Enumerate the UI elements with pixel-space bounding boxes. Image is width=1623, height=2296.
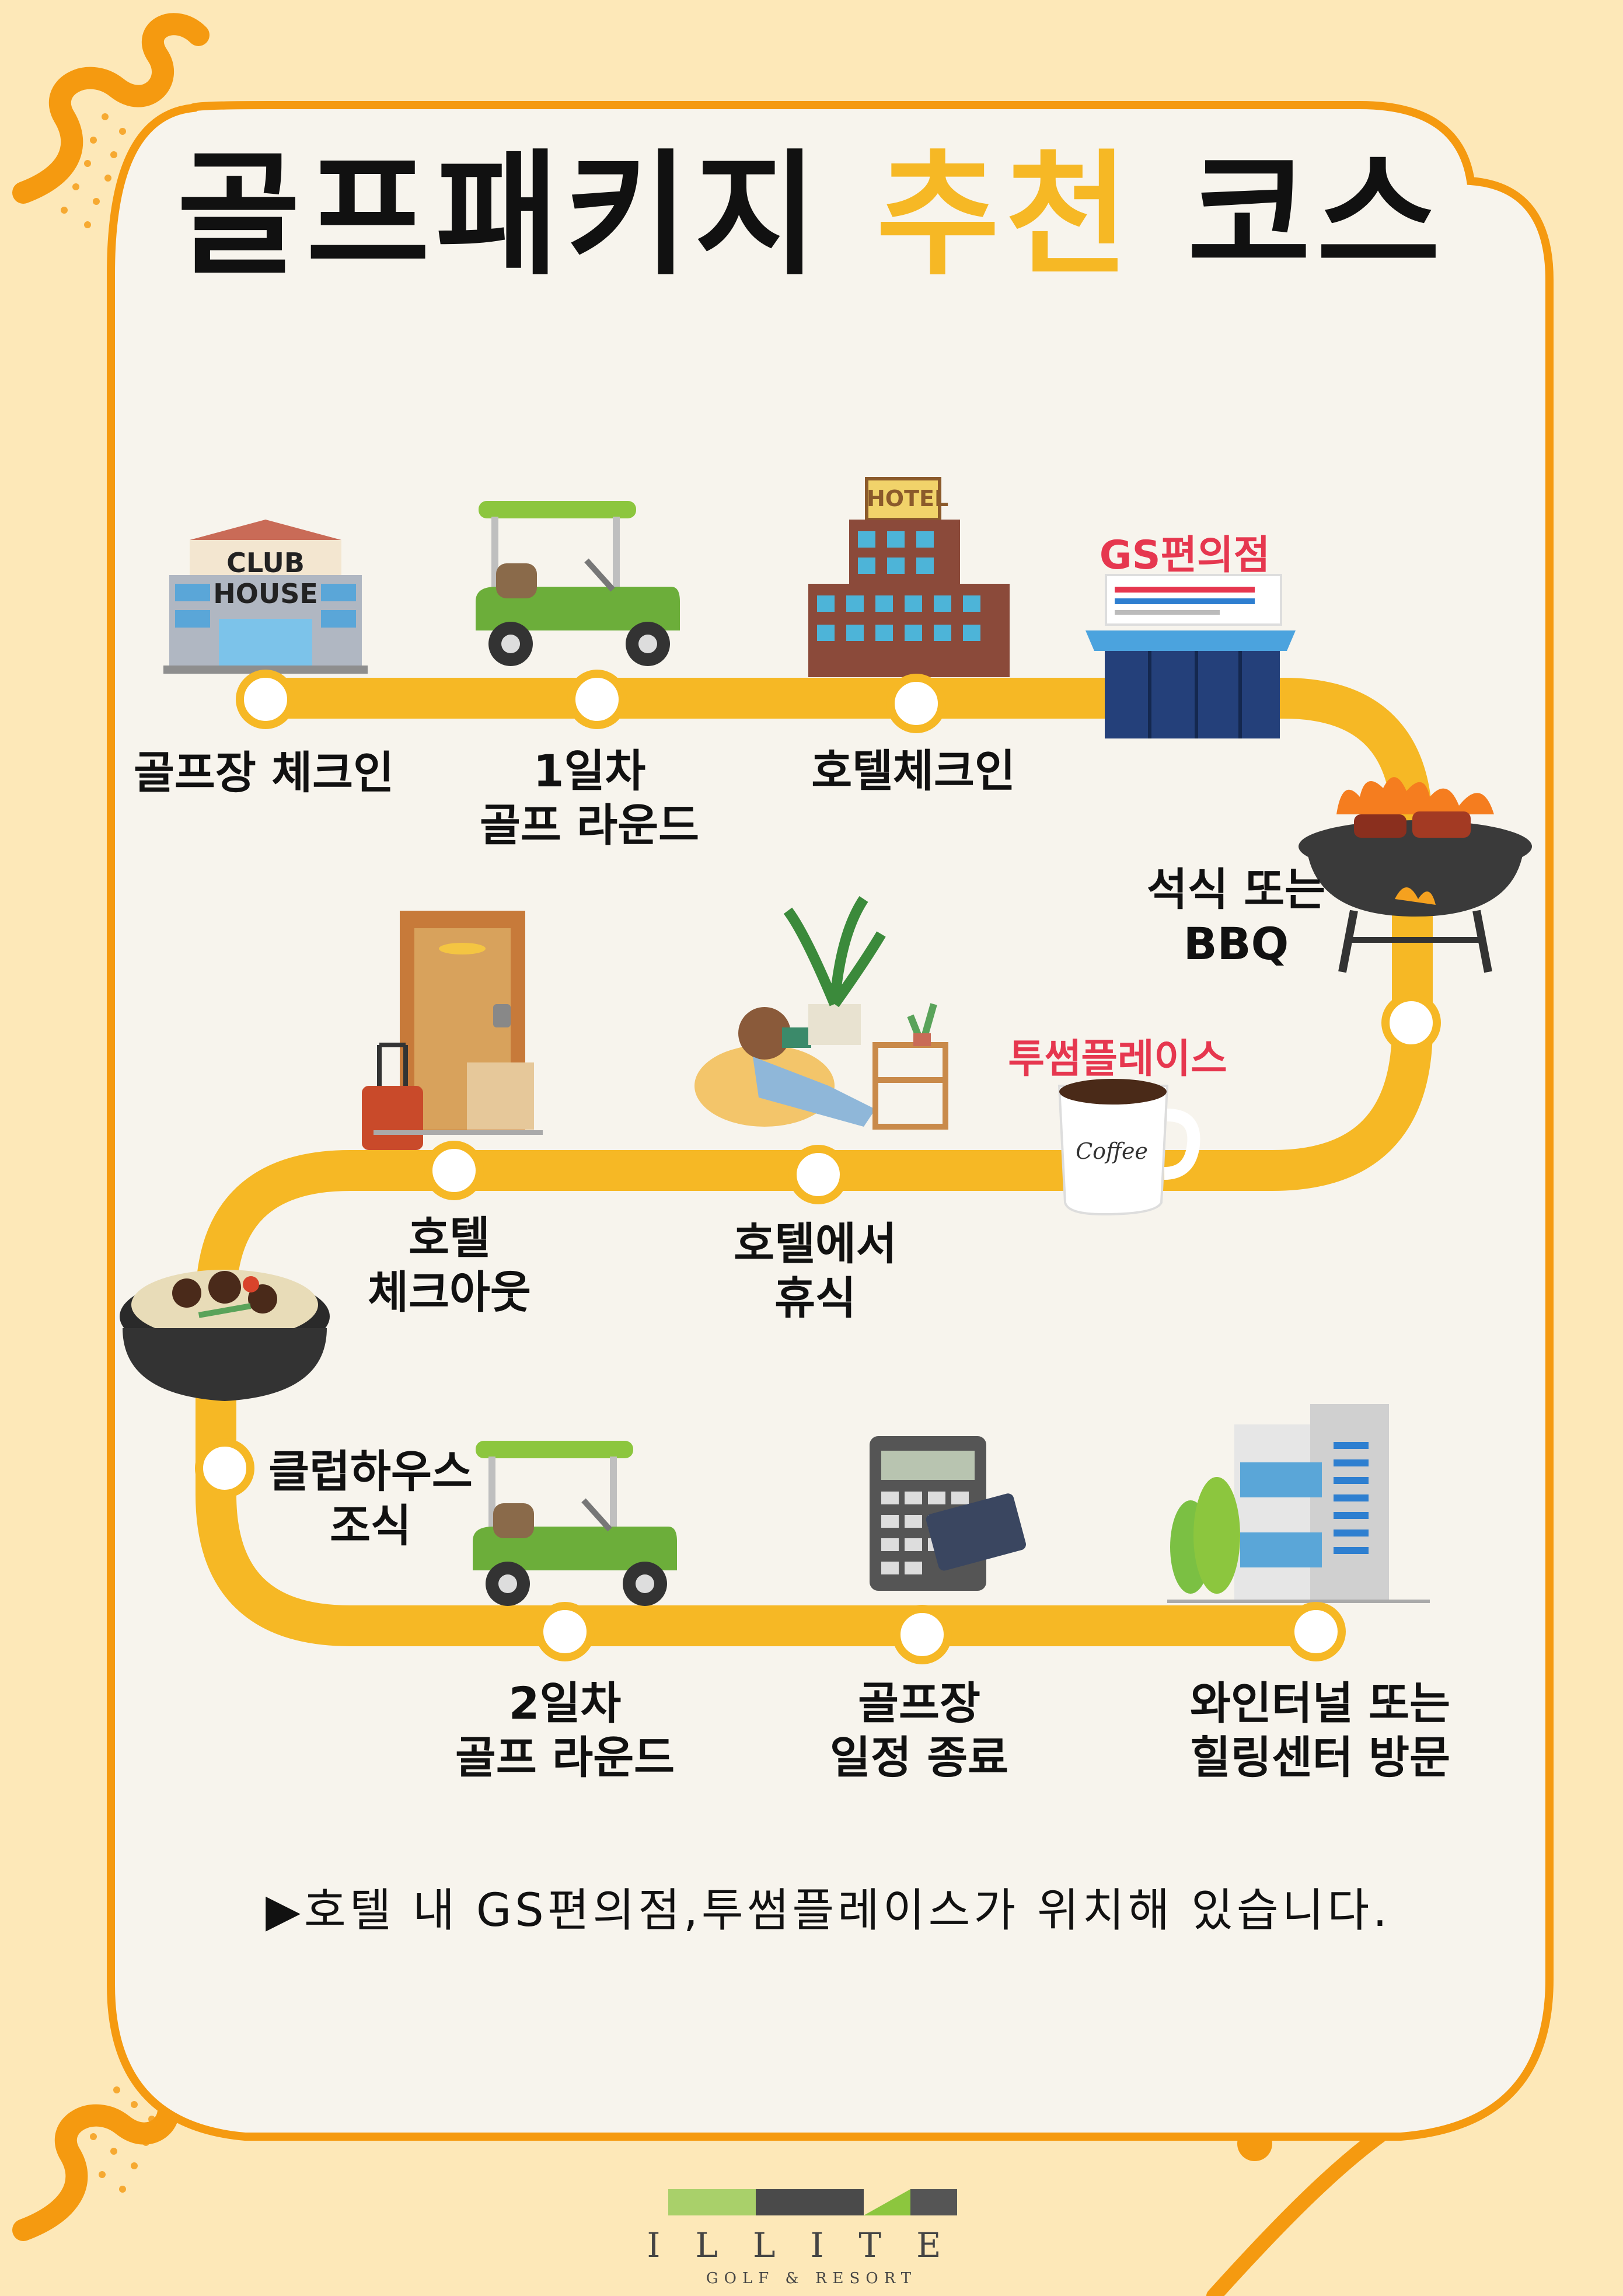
stop-6-line1: 호텔 [409,1212,490,1264]
stop-4-line1: 석식 또는 [1146,863,1326,915]
stop-4-line2: BBQ [1183,917,1289,970]
stop-7-line1: 클럽하우스 [268,1445,473,1497]
stop-dot-4 [1381,993,1441,1053]
stop-label-2: 1일차 골프 라운드 [480,744,699,852]
illite-logo-mark [668,2189,957,2215]
stop-5-line1: 호텔에서 [734,1218,897,1270]
stop-9-line1: 골프장 [858,1677,980,1729]
coffee-mug-illustration [1057,1079,1200,1216]
stop-3-line1: 호텔체크인 [811,745,1015,797]
stop-dot-2 [567,670,627,729]
stop-6-line2: 체크아웃 [368,1266,531,1318]
twosome-place-label: 투썸플레이스 [1008,1036,1227,1082]
title-part-3: 코스 [1187,138,1446,294]
stop-dot-8 [535,1602,595,1661]
logo-subtitle: GOLF & RESORT [706,2270,917,2287]
page-title: 골프패키지 추천 코스 [0,149,1623,283]
stop-label-1: 골프장 체크인 [134,746,394,800]
stew-pot-illustration [120,1270,330,1401]
stop-dot-6 [424,1141,484,1200]
clubhouse-sign-line2: HOUSE [213,577,318,609]
stop-2-line1: 1일차 [533,745,646,797]
hotel-illustration [808,477,1010,677]
stop-dot-1 [236,670,295,729]
stop-8-line1: 2일차 [508,1677,622,1729]
stop-label-10: 와인터널 또는 힐링센터 방문 [1190,1677,1450,1785]
calculator-card-illustration [870,1436,1026,1591]
stop-label-7: 클럽하우스 조식 [268,1445,473,1553]
stop-7-line2: 조식 [330,1499,411,1552]
golf-cart-illustration-1 [476,501,680,666]
stop-1-line1: 골프장 체크인 [134,747,394,799]
golf-cart-illustration-2 [473,1441,677,1606]
clubhouse-illustration [163,520,368,674]
title-part-1: 골프패키지 [177,138,824,294]
building-illustration [1167,1404,1430,1603]
stop-label-5: 호텔에서 휴식 [734,1217,897,1325]
stop-8-line2: 골프 라운드 [455,1731,675,1783]
panel-frame [107,101,1554,2141]
hotel-facilities-note: ▶호텔 내 GS편의점,투썸플레이스가 위치해 있습니다. [266,1884,1391,1937]
hotel-sign: HOTEL [867,486,949,511]
stop-2-line2: 골프 라운드 [479,799,700,851]
title-part-2: 추천 [876,138,1135,294]
stop-label-3: 호텔체크인 [811,744,1015,799]
stop-label-4: 석식 또는 BBQ [1147,863,1325,971]
stop-label-8: 2일차 골프 라운드 [455,1677,675,1785]
logo-name: ILLITE [647,2225,976,2265]
clubhouse-sign-line1: CLUB [226,547,305,579]
gs-convenience-label: GS편의점 [1099,532,1271,579]
stop-label-9: 골프장 일정 종료 [830,1677,1008,1785]
stop-10-line1: 와인터널 또는 [1190,1677,1450,1729]
stop-dot-5 [788,1145,848,1204]
stop-9-line2: 일정 종료 [829,1731,1009,1783]
stop-dot-9 [892,1605,952,1664]
stop-dot-3 [886,674,946,733]
door-luggage-illustration [362,911,543,1150]
stop-5-line2: 휴식 [774,1271,856,1324]
reading-woman-illustration [648,896,948,1130]
squiggle-top-left [12,13,210,204]
clubhouse-sign: CLUB HOUSE [193,548,338,609]
bbq-grill-illustration [1299,777,1532,973]
stop-dot-10 [1286,1602,1346,1661]
stop-dot-7 [195,1438,254,1498]
stop-10-line2: 힐링센터 방문 [1190,1731,1450,1783]
coffee-mug-text: Coffee [1076,1138,1148,1164]
stop-label-6: 호텔 체크아웃 [368,1211,531,1319]
convenience-store-illustration [1086,574,1296,738]
